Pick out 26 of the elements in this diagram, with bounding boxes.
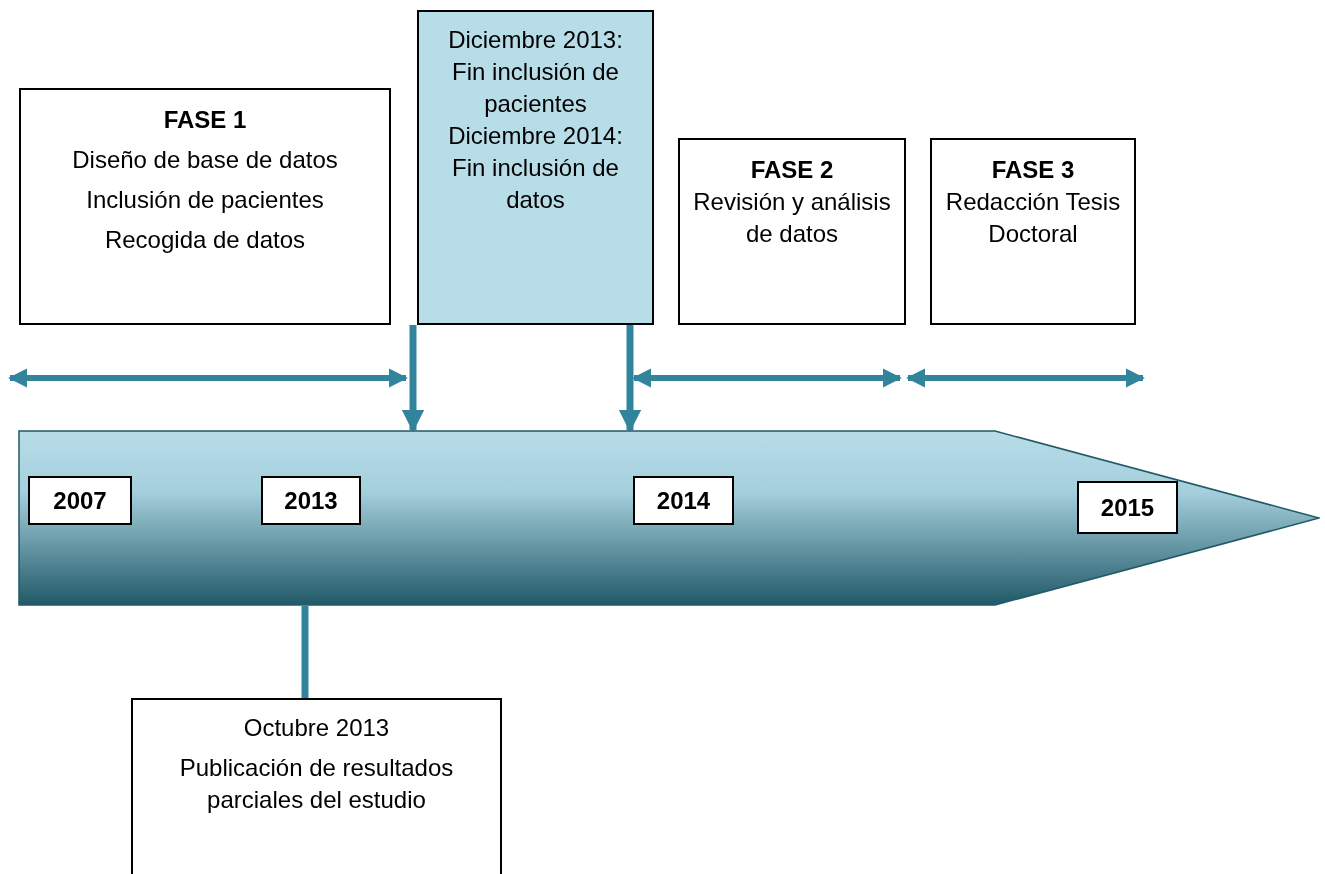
milestone-box: [417, 10, 654, 325]
box-heading: FASE 2: [750, 155, 834, 185]
box-text: Diciembre 2013:: [448, 25, 623, 55]
timeline-arrow: [18, 430, 1320, 606]
year-label: 2015: [1077, 481, 1178, 534]
box-text: Fin inclusión de datos: [451, 153, 620, 215]
year-label: 2013: [261, 476, 361, 525]
box-text: Diseño de base de datos: [72, 145, 338, 175]
connector-line: [301, 606, 309, 698]
box-heading: FASE 3: [991, 155, 1075, 185]
phase-box: [19, 88, 391, 325]
year-label: 2007: [28, 476, 132, 525]
phase-box: [678, 138, 906, 325]
arrow: [618, 325, 642, 433]
phase-box: [930, 138, 1136, 325]
box-heading: FASE 1: [163, 105, 247, 135]
box-text: Recogida de datos: [104, 225, 306, 255]
year-label: 2014: [633, 476, 734, 525]
box-text: Revisión y análisis de datos: [692, 187, 892, 249]
box-text: Diciembre 2014:: [448, 121, 623, 151]
box-text: Octubre 2013: [243, 713, 390, 743]
box-text: Publicación de resultados parciales del estudio: [178, 753, 455, 815]
box-text: Redacción Tesis Doctoral: [944, 187, 1122, 249]
box-text: Fin inclusión de pacientes: [451, 57, 620, 119]
box-text: Inclusión de pacientes: [86, 185, 324, 215]
event-box: [131, 698, 502, 874]
